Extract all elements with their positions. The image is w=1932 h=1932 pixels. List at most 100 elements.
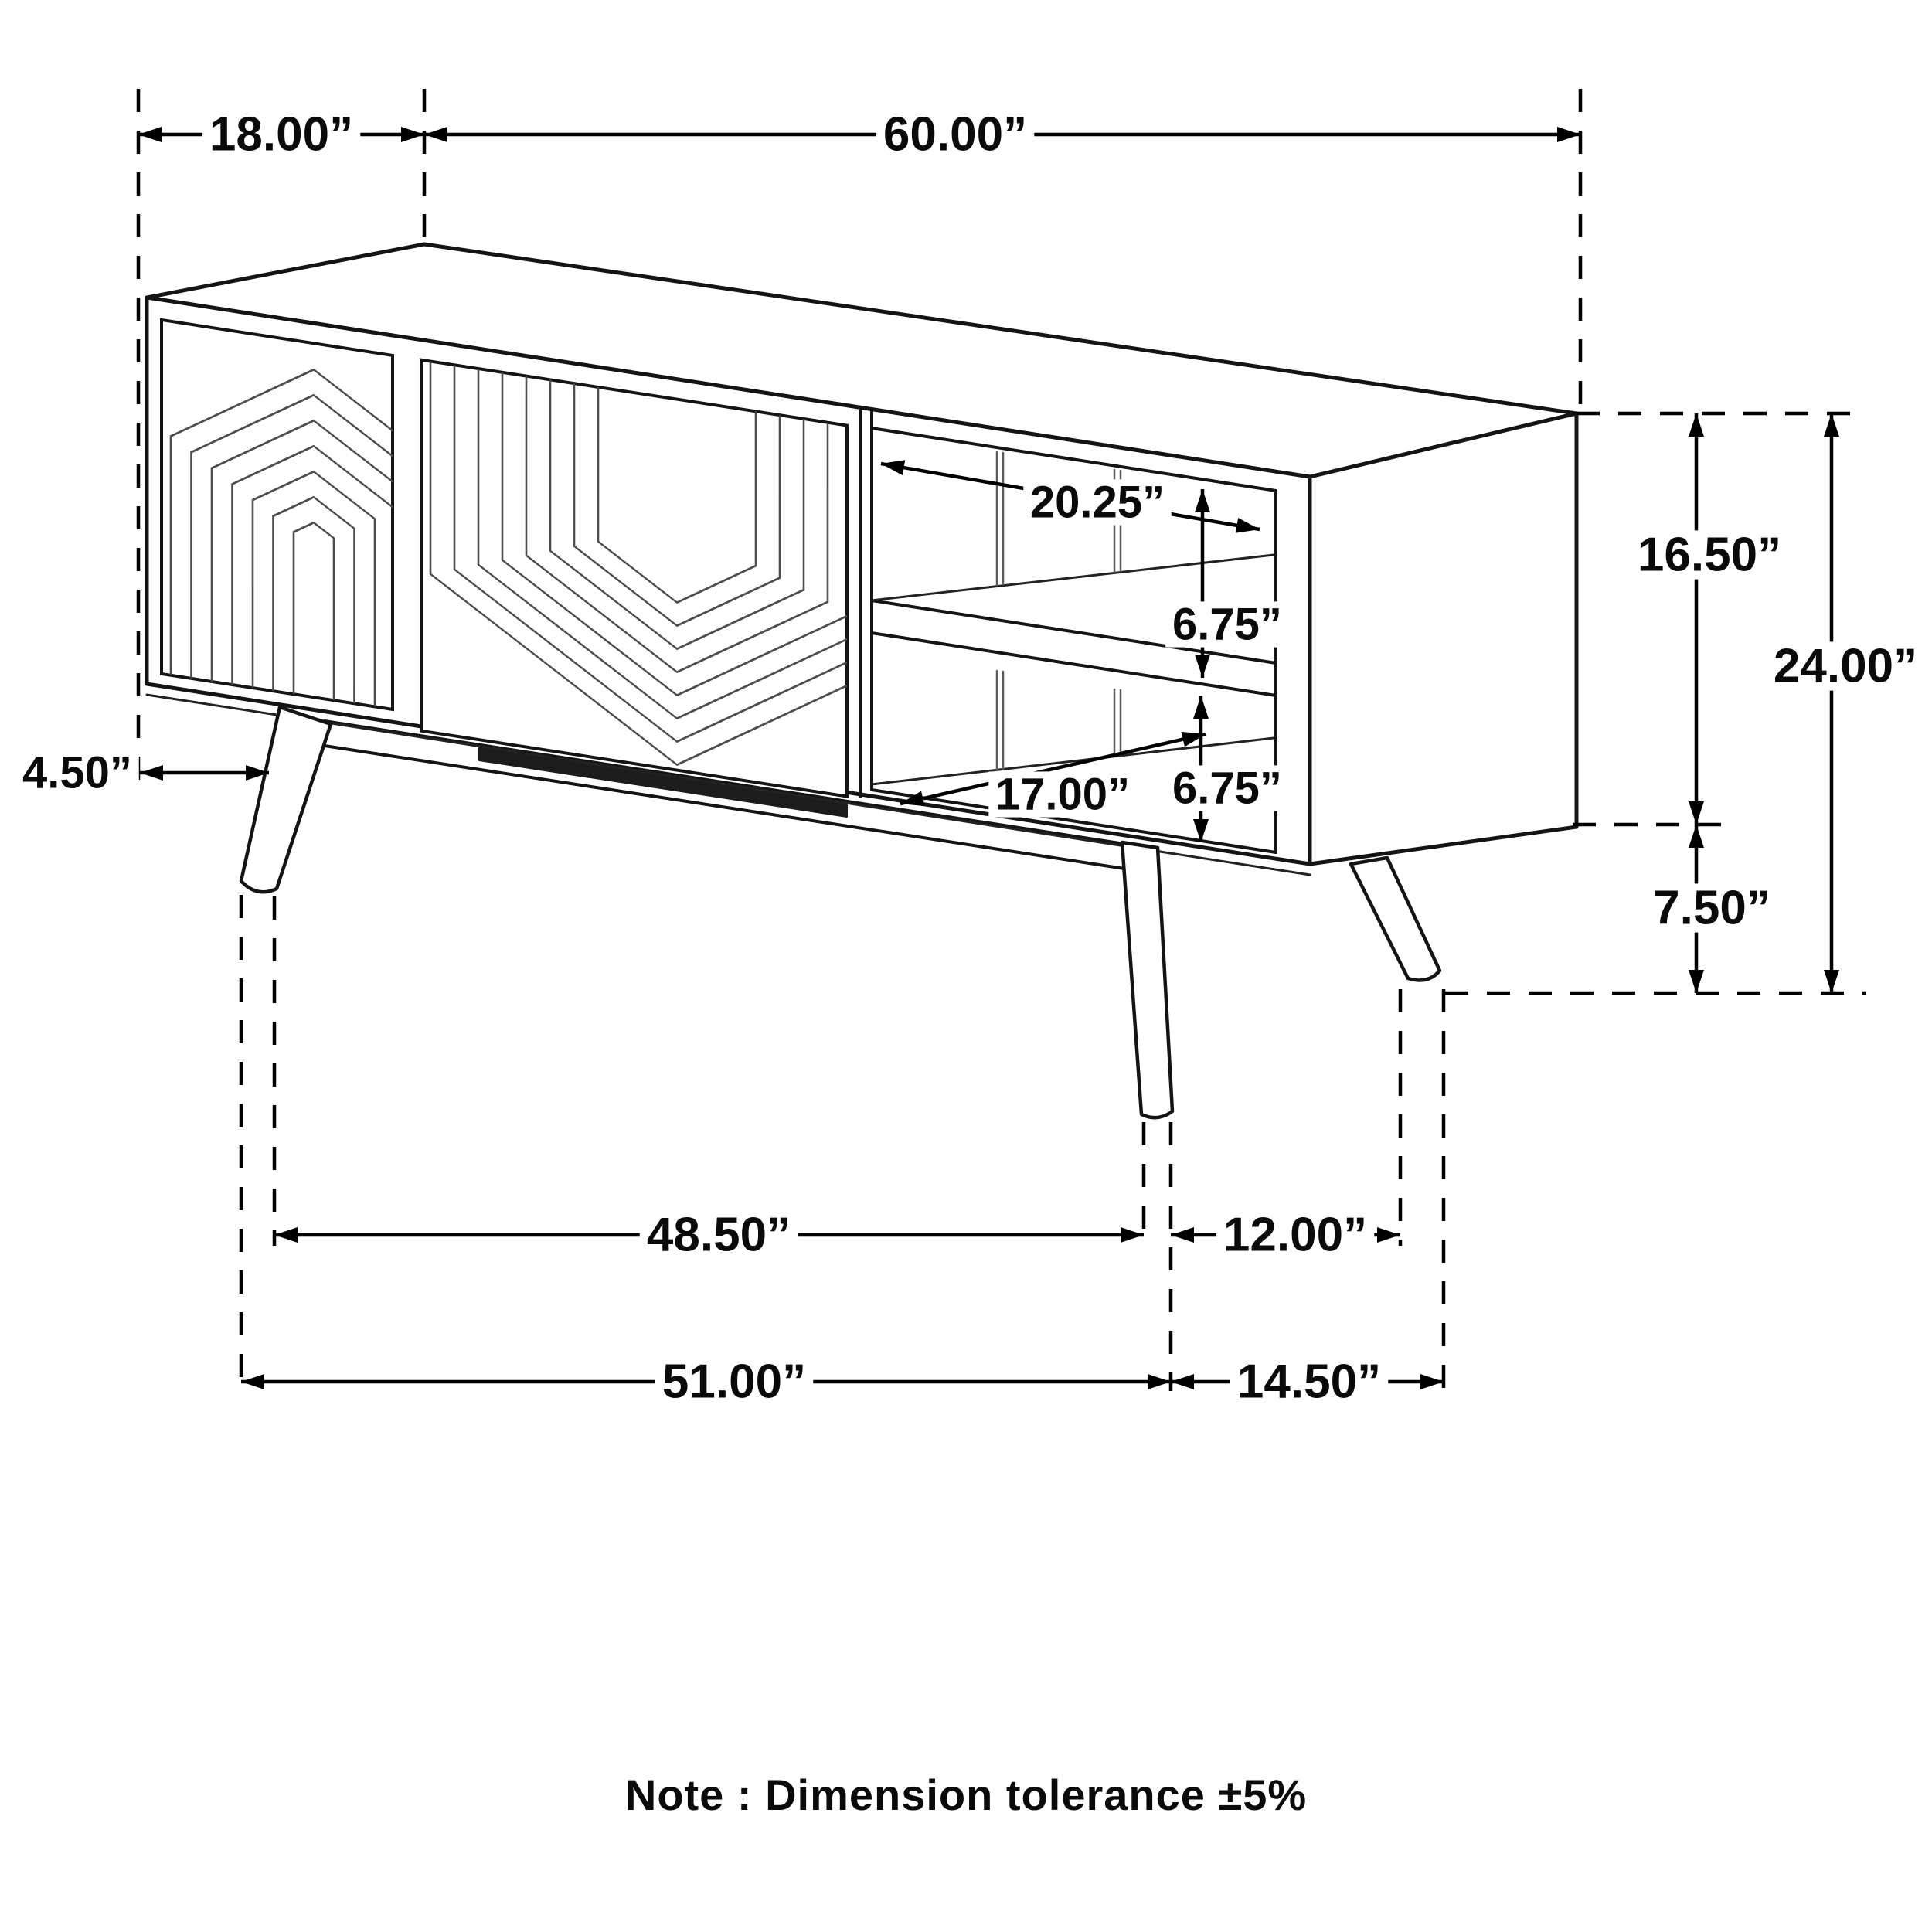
dim-7-50: 7.50” [1645, 825, 1778, 993]
middle-sliding-door-panel [420, 358, 849, 798]
arrowhead [1557, 127, 1580, 142]
dim-18-00-label-bg [202, 110, 361, 159]
structure-line [870, 427, 1277, 492]
left-sliding-door-chevron [190, 393, 393, 709]
middle-sliding-door-chevron [573, 383, 781, 628]
dim-7-50-label-bg [1645, 883, 1778, 933]
middle-sliding-door-chevron [549, 379, 805, 651]
dim-7-50-label: 7.50” [1653, 882, 1770, 935]
arrowhead [881, 460, 906, 475]
dim-60-00: 60.00” [424, 108, 1580, 162]
arrowhead [1171, 1374, 1194, 1389]
left-sliding-door-chevron [292, 521, 335, 701]
dim-14-50-label: 14.50” [1237, 1355, 1381, 1409]
dim-12-00: 12.00” [1171, 1209, 1400, 1262]
arrowhead [1195, 489, 1210, 512]
left-sliding-door-chevron [251, 470, 376, 707]
left-sliding-door-chevron [231, 444, 393, 709]
dim-12-00-label-bg [1216, 1210, 1375, 1260]
middle-sliding-door-chevron [501, 372, 847, 697]
arrowhead [1148, 1374, 1171, 1389]
arrowhead [274, 1227, 298, 1243]
dim-24-00-label: 24.00” [1774, 640, 1917, 693]
arrowhead [1171, 1227, 1194, 1243]
back-right-leg [1349, 855, 1442, 982]
dim-51-00-label: 51.00” [662, 1355, 806, 1409]
structure-line [870, 736, 1275, 786]
arrowhead [246, 765, 269, 781]
left-sliding-door [160, 318, 394, 712]
dim-48-50-label: 48.50” [647, 1209, 791, 1262]
dim-4-50-label-bg [15, 750, 139, 796]
arrowhead [1689, 825, 1704, 848]
left-sliding-door-chevron [169, 368, 393, 709]
tolerance-note: Note : Dimension tolerance ±5% [624, 1770, 1308, 1819]
arrowhead [138, 127, 162, 142]
dim-51-00: 51.00” [241, 1355, 1171, 1409]
left-sliding-door-chevron [210, 419, 393, 709]
dim-16-50: 16.50” [1630, 413, 1789, 825]
structure-line [145, 693, 1311, 876]
dim-51-00-label-bg [655, 1357, 814, 1406]
front-right-leg [1120, 840, 1175, 1120]
dim-16-50-label: 16.50” [1638, 529, 1781, 582]
arrowhead [140, 765, 163, 781]
arrowhead [1689, 801, 1704, 825]
middle-sliding-door-chevron [453, 365, 847, 743]
arrowhead [1420, 1374, 1444, 1389]
structure-line [870, 553, 1275, 602]
arrowhead [1235, 518, 1260, 533]
dim-4-50-label: 4.50” [22, 748, 132, 798]
arrowhead [241, 1374, 264, 1389]
dim-16-50-label-bg [1630, 530, 1789, 580]
middle-sliding-door-chevron [429, 361, 847, 767]
arrowhead [1195, 655, 1210, 678]
structure-line [870, 788, 1277, 854]
dim-6-75-lower-label: 6.75” [1172, 764, 1282, 814]
arrowhead [900, 791, 925, 807]
middle-sliding-door-chevron-pattern [429, 361, 847, 767]
dim-18-00-label: 18.00” [209, 108, 353, 162]
left-sliding-door-chevron-pattern [169, 368, 393, 709]
dim-6-75-upper-label-bg [1165, 601, 1289, 648]
arrowhead [1689, 413, 1704, 437]
dim-24-00: 24.00” [1766, 413, 1925, 993]
dim-6-75-lower-label-bg [1165, 765, 1289, 811]
front-left-leg [239, 705, 333, 894]
dim-60-00-label-bg [876, 110, 1035, 159]
arrowhead [1689, 970, 1704, 993]
dim-20-25: 20.25” [880, 460, 1260, 533]
arrowhead [1824, 413, 1839, 437]
dim-20-25-label-bg [1023, 479, 1172, 526]
arrowhead [401, 127, 424, 142]
dim-17-00: 17.00” [900, 731, 1206, 820]
middle-sliding-door [420, 358, 849, 798]
dim-20-25-label: 20.25” [1030, 478, 1165, 528]
cabinet-side-face [1308, 411, 1579, 866]
dim-24-00-label-bg [1766, 641, 1925, 691]
dim-6-75-lower: 6.75” [1165, 696, 1289, 842]
dim-14-50-label-bg [1230, 1357, 1389, 1406]
middle-sliding-door-chevron [477, 368, 847, 720]
dim-17-00-label-bg [988, 771, 1137, 818]
left-sliding-door-chevron [272, 495, 355, 704]
arrowhead [1193, 819, 1209, 842]
dim-17-00-label: 17.00” [995, 770, 1130, 820]
dim-12-00-label: 12.00” [1223, 1209, 1367, 1262]
middle-sliding-door-chevron [597, 386, 757, 604]
dim-6-75-upper: 6.75” [1165, 489, 1289, 678]
dim-48-50-label-bg [639, 1210, 798, 1260]
arrowhead [1824, 970, 1839, 993]
dim-60-00-label: 60.00” [883, 108, 1027, 162]
arrowhead [1121, 1227, 1144, 1243]
arrowhead [424, 127, 447, 142]
dim-14-50: 14.50” [1171, 1355, 1444, 1409]
arrowhead [1377, 1227, 1400, 1243]
arrowhead [1193, 696, 1209, 719]
dim-18-00: 18.00” [138, 108, 424, 162]
dim-48-50: 48.50” [274, 1209, 1144, 1262]
dim-6-75-upper-label: 6.75” [1172, 600, 1282, 650]
dim-4-50: 4.50” [15, 748, 269, 798]
